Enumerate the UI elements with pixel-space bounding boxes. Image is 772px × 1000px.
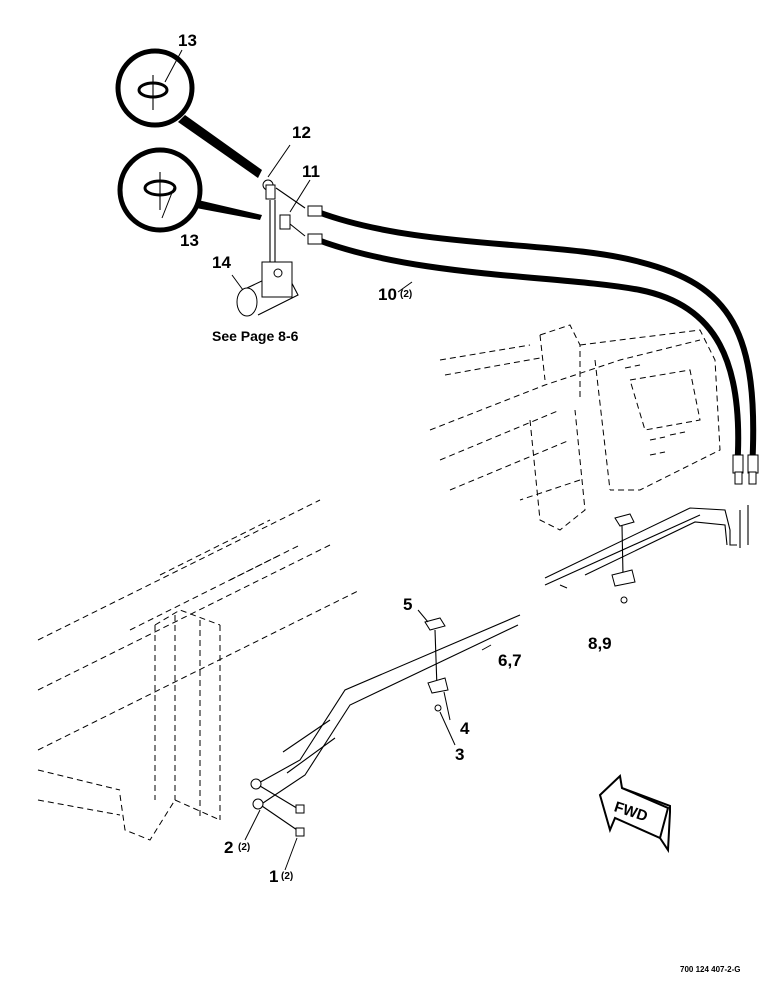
callout-2-qty: (2) [238,842,250,853]
callout-13-top: 13 [178,31,197,50]
callout-13-bottom: 13 [180,231,199,250]
clamp-assembly-8-9 [611,513,636,604]
header-frame-left [37,499,361,841]
callout-3: 3 [455,745,464,764]
callout-2: 2 [224,838,233,857]
callout-10-qty: (2) [400,289,412,300]
fittings-and-motor [236,179,306,317]
hoses-10 [307,205,759,485]
leader-lines [161,49,568,871]
callout-10: 10 [378,285,397,304]
callout-6-7: 6,7 [498,651,522,670]
header-frame-right [429,324,721,531]
forward-direction-arrow: FWD [598,773,671,854]
detail-oring-bottom [117,147,262,233]
callout-14: 14 [212,253,231,272]
callout-12: 12 [292,123,311,142]
callout-5: 5 [403,595,412,614]
see-page-note: See Page 8-6 [212,328,299,344]
fittings-1-2 [250,778,305,837]
drawing-part-number: 700 124 407-2-G [680,965,741,974]
clamp-assembly-6-7 [424,617,449,712]
detail-oring-top [115,48,262,178]
steel-lines-6-7 [254,614,521,806]
callout-1: 1 [269,867,278,886]
callout-8-9: 8,9 [588,634,612,653]
callout-11: 11 [302,162,320,181]
callout-1-qty: (2) [281,871,293,882]
callout-4: 4 [460,719,470,738]
callout-labels: 13 12 11 13 14 10 (2) See Page 8-6 5 6,7… [178,31,612,886]
